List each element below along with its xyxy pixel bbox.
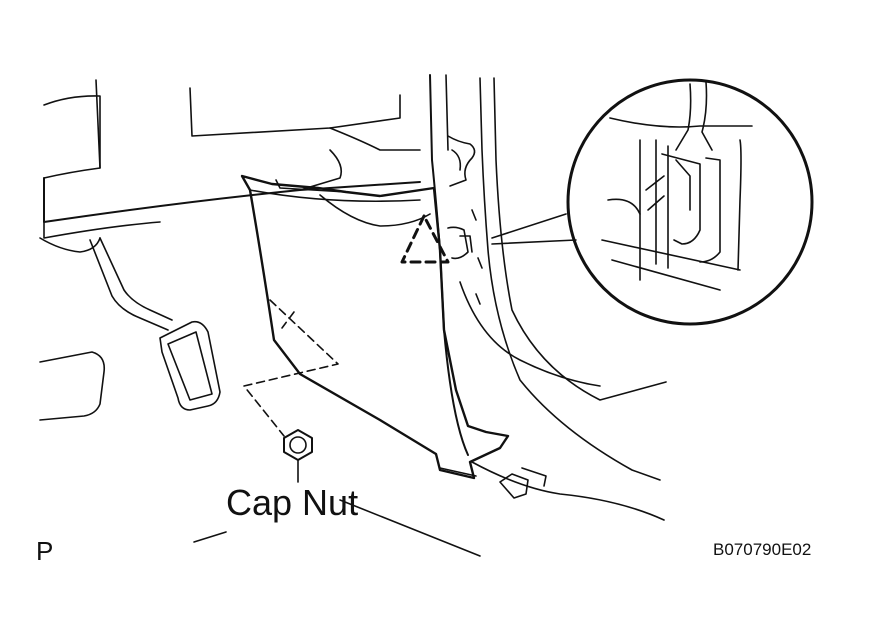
cap-nut-icon — [283, 429, 313, 483]
brake-pedal — [89, 237, 221, 411]
floor-panel — [39, 351, 481, 557]
cap-nut-guide — [243, 299, 339, 437]
sill-clips — [471, 461, 665, 521]
instrument-panel — [39, 79, 421, 253]
cowl-side-trim-board — [240, 174, 510, 480]
cap-nut-label: Cap Nut — [226, 482, 359, 523]
clip-location-marker — [400, 214, 473, 264]
view-letter: P — [36, 536, 54, 566]
figure-code: B070790E02 — [713, 540, 812, 559]
clip-detail-view — [566, 78, 814, 326]
callout-leader-lines — [491, 213, 577, 245]
